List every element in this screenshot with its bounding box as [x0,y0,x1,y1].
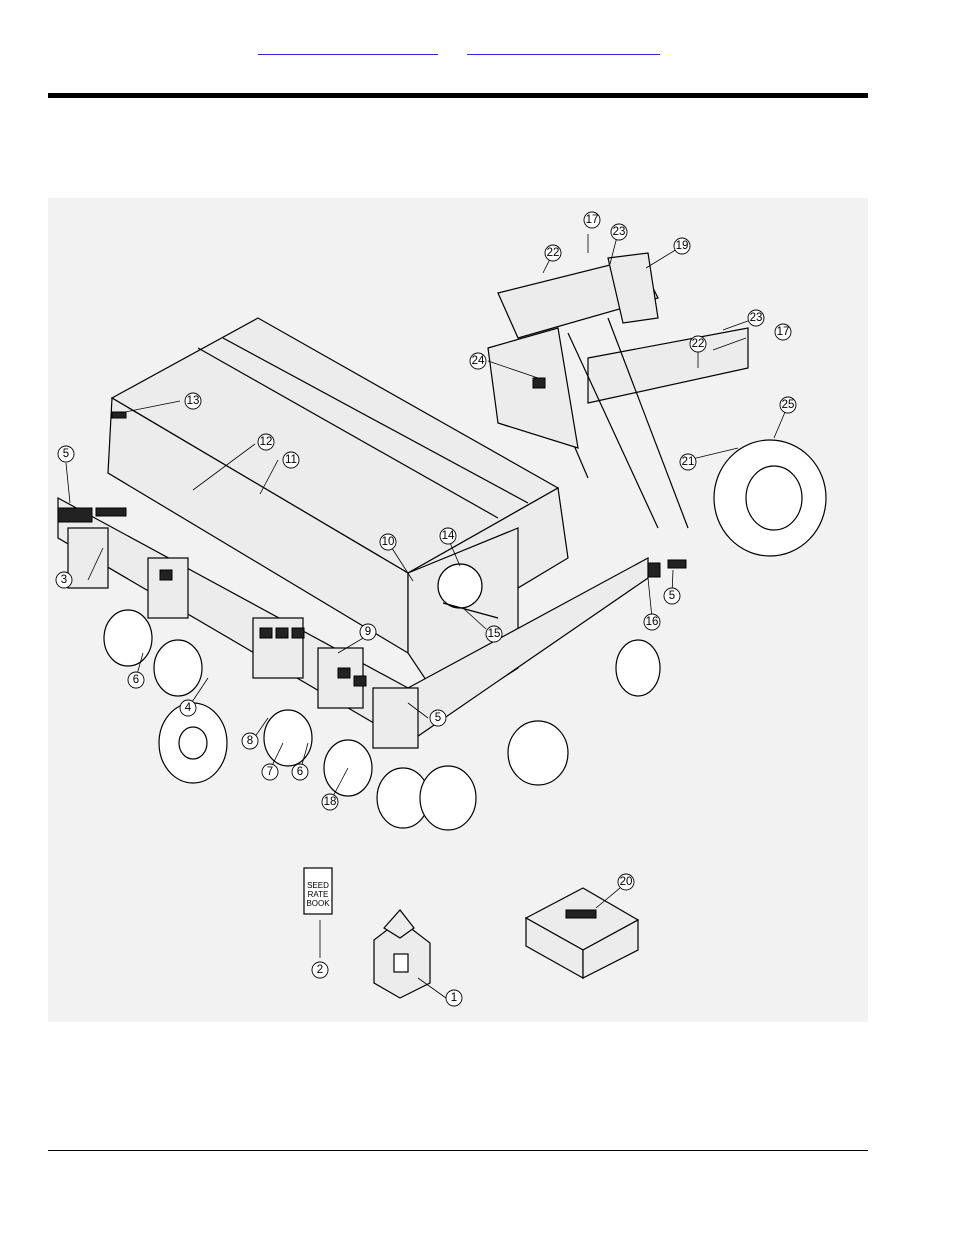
callout-20: 20 [618,874,634,890]
svg-text:6: 6 [297,766,303,778]
callout-25: 25 [780,397,796,413]
callout-1: 1 [446,990,462,1006]
decal-reflector-right [668,560,686,568]
callout-22-right: 22 [690,336,706,352]
svg-text:21: 21 [682,456,695,468]
svg-text:9: 9 [365,626,371,638]
callout-6-left: 6 [128,672,144,688]
svg-text:6: 6 [133,674,139,686]
tool-case [526,888,638,978]
svg-text:12: 12 [260,436,273,448]
svg-text:20: 20 [620,876,633,888]
svg-text:10: 10 [382,536,395,548]
svg-text:5: 5 [63,448,69,460]
svg-text:24: 24 [472,355,485,367]
callout-5-left: 5 [58,446,74,462]
callout-18: 18 [322,794,338,810]
callout-10: 10 [380,534,396,550]
callout-2: 2 [312,962,328,978]
callout-9: 9 [360,624,376,640]
callout-3: 3 [56,572,72,588]
callout-11: 11 [283,452,299,468]
svg-text:BOOK: BOOK [306,899,330,908]
svg-text:5: 5 [435,712,441,724]
callout-7: 7 [262,764,278,780]
callout-23-right: 23 [748,310,764,326]
svg-text:18: 18 [324,796,337,808]
callout-8: 8 [242,733,258,749]
lubricant-bottle [374,910,430,998]
decal-parts-diagram: SEED RATE BOOK [48,198,868,1022]
header-link-left[interactable] [258,42,438,55]
svg-text:22: 22 [547,247,560,259]
svg-text:14: 14 [442,530,455,542]
svg-text:4: 4 [185,702,192,714]
callout-17-right: 17 [775,324,791,340]
brand-logo [112,412,126,418]
drill-illustration: SEED RATE BOOK [48,198,868,1022]
svg-text:23: 23 [613,226,626,238]
seed-rate-book: SEED RATE BOOK [304,868,332,914]
svg-text:RATE: RATE [308,890,329,899]
svg-text:22: 22 [692,338,705,350]
svg-text:15: 15 [488,628,501,640]
callout-21: 21 [680,454,696,470]
callout-13: 13 [185,393,201,409]
header-link-right[interactable] [467,42,660,55]
callout-14: 14 [440,528,456,544]
callout-23-top: 23 [611,224,627,240]
svg-text:2: 2 [317,964,323,976]
svg-text:1: 1 [451,992,457,1004]
svg-text:8: 8 [247,735,253,747]
callout-5-right: 5 [664,588,680,604]
svg-text:17: 17 [777,326,790,338]
header-rule [48,93,868,98]
callout-12: 12 [258,434,274,450]
svg-text:3: 3 [61,574,67,586]
callout-19: 19 [674,238,690,254]
callout-22-top: 22 [545,245,561,261]
callout-16: 16 [644,614,660,630]
svg-text:16: 16 [646,616,659,628]
svg-text:17: 17 [586,214,599,226]
svg-text:13: 13 [187,395,200,407]
callout-17-top: 17 [584,212,600,228]
callout-4: 4 [180,700,196,716]
svg-text:25: 25 [782,399,795,411]
svg-text:11: 11 [285,454,297,466]
decal-reflector-left [58,508,92,522]
callout-24: 24 [470,353,486,369]
callout-6-right: 6 [292,764,308,780]
svg-text:5: 5 [669,590,675,602]
footer-rule [48,1150,868,1151]
decal-16 [648,563,660,577]
svg-text:SEED: SEED [307,881,329,890]
svg-text:23: 23 [750,312,763,324]
callout-15: 15 [486,626,502,642]
svg-text:19: 19 [676,240,689,252]
callout-5-bottom: 5 [430,710,446,726]
svg-text:7: 7 [267,766,273,778]
